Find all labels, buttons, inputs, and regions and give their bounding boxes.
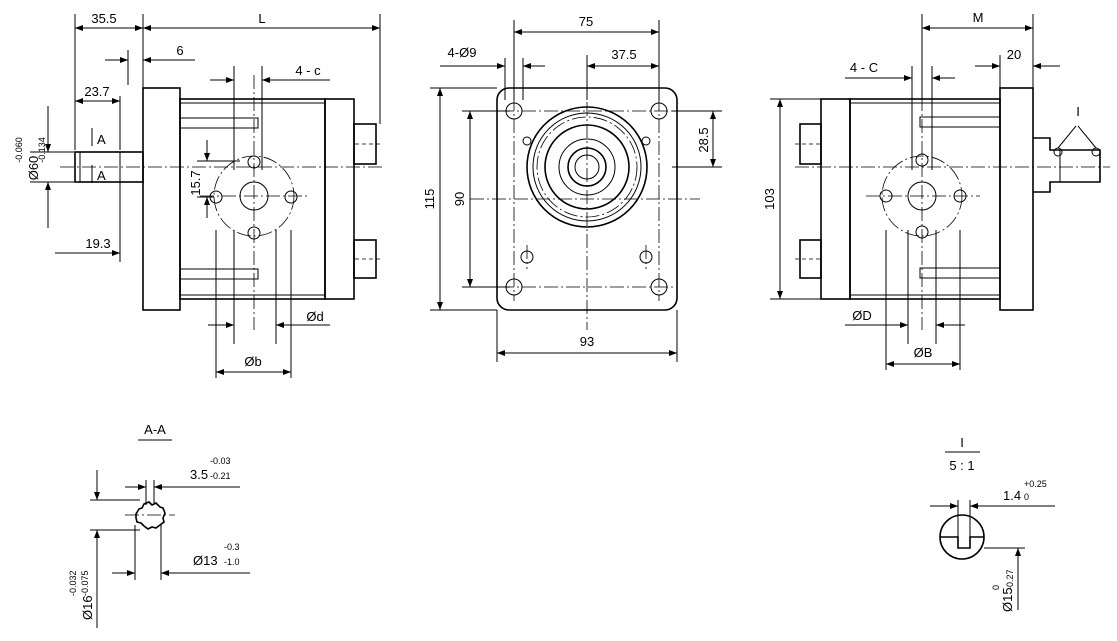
dim-93: 93 xyxy=(580,334,594,349)
detail-title: I xyxy=(960,435,964,450)
dim-L: L xyxy=(258,11,265,26)
dim-19-3: 19.3 xyxy=(85,236,110,251)
rear-slot-top xyxy=(919,116,1001,128)
dim-37-5: 37.5 xyxy=(611,47,636,62)
dim-d15-upper: 0 xyxy=(991,585,1001,590)
detail-reference-label: I xyxy=(1076,104,1080,119)
dim-b: Øb xyxy=(244,354,261,369)
section-a-a: A-A 3.5 -0.03 -0.21 Ø13 -0.3 -1.0 Ø16 -0… xyxy=(68,422,250,628)
dim-d15: Ø15 xyxy=(1000,587,1015,612)
rear-drive-shaft xyxy=(1033,137,1101,193)
dim-28-5: 28.5 xyxy=(696,127,711,152)
dim-3-5: 3.5 xyxy=(190,467,208,482)
dim-15-7: 15.7 xyxy=(188,170,203,195)
dim-23-7: 23.7 xyxy=(84,84,109,99)
dim-6: 6 xyxy=(176,43,183,58)
rear-flange-plate xyxy=(999,87,1034,311)
dim-4-C: 4 - C xyxy=(850,60,878,75)
spline-profile xyxy=(135,501,166,530)
dim-3-5-lower: -0.21 xyxy=(210,471,231,481)
dim-103: 103 xyxy=(762,188,777,210)
dim-d16-upper: -0.032 xyxy=(68,570,78,596)
dim-d16-lower: -0.075 xyxy=(80,570,90,596)
dim-115: 115 xyxy=(422,189,437,210)
rear-boss-top xyxy=(799,123,822,165)
rear-pump-body xyxy=(849,98,1001,300)
dim-D: ØD xyxy=(852,308,872,323)
front-view: 35.5 L 6 4 - c 23.7 A A Ø60 -0.060 -0.13… xyxy=(14,11,384,378)
rear-boss-bottom xyxy=(799,239,822,279)
dim-75: 75 xyxy=(579,14,593,29)
dim-4-d9: 4-Ø9 xyxy=(448,45,477,60)
front-port-hole-right xyxy=(284,190,298,204)
dim-90: 90 xyxy=(452,192,467,206)
section-mark-bottom: A xyxy=(97,168,106,183)
dim-35-5: 35.5 xyxy=(91,11,116,26)
dim-d: Ød xyxy=(306,309,323,324)
dim-d60-upper: -0.060 xyxy=(14,137,24,163)
detail-scale: 5 : 1 xyxy=(949,458,974,473)
dim-M: M xyxy=(973,10,984,25)
dim-d16: Ø16 xyxy=(80,595,95,620)
section-mark-top: A xyxy=(97,132,106,147)
detail-keyway xyxy=(940,536,984,549)
dim-d60: Ø60 xyxy=(26,156,41,181)
dim-1-4-lower: 0 xyxy=(1024,492,1029,502)
dim-B: ØB xyxy=(914,345,933,360)
dim-d13-lower: -1.0 xyxy=(224,557,240,567)
dim-4-c: 4 - c xyxy=(295,63,321,78)
dim-1-4-upper: +0.25 xyxy=(1024,479,1047,489)
front-flange-plate xyxy=(142,87,181,311)
rear-cover-block xyxy=(820,98,851,300)
section-title: A-A xyxy=(144,422,166,437)
flange-small-hole-left xyxy=(522,136,532,146)
detail-i: I 5 : 1 1.4 +0.25 0 Ø15 0 -0.27 xyxy=(930,435,1055,612)
front-slot-bottom xyxy=(179,268,259,280)
front-rear-cover xyxy=(324,98,355,300)
dim-d13: Ø13 xyxy=(193,553,218,568)
dim-d60-lower: -0.134 xyxy=(37,137,47,163)
flange-view: 75 4-Ø9 37.5 28.5 115 90 93 xyxy=(422,14,722,362)
dim-d15-lower: -0.27 xyxy=(1005,569,1015,590)
flange-small-hole-right xyxy=(641,136,651,146)
dim-20: 20 xyxy=(1007,47,1021,62)
dim-3-5-upper: -0.03 xyxy=(210,456,231,466)
rear-view: I M 4 - C 20 xyxy=(762,10,1110,370)
front-slot-top xyxy=(179,117,259,129)
dim-d13-upper: -0.3 xyxy=(224,542,240,552)
dim-1-4: 1.4 xyxy=(1003,488,1021,503)
